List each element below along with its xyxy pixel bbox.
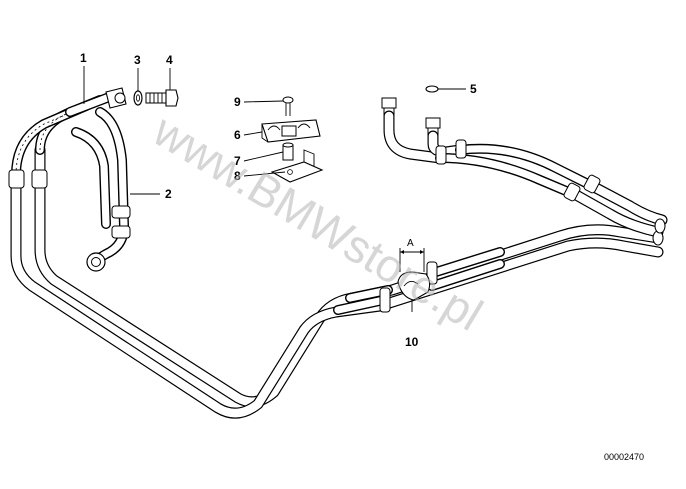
screw-9: [282, 96, 294, 116]
watermark: www.BMWstore.pl: [144, 103, 492, 340]
callout-6: 6: [234, 128, 241, 142]
spacer-7: [282, 142, 294, 161]
diagram-number: 00002470: [604, 452, 644, 462]
callout-1: 1: [80, 51, 87, 65]
o-ring-5: [425, 85, 439, 93]
holder-6: [261, 119, 321, 143]
hose-1-fitting: [65, 87, 127, 117]
oil-cooler-pipe-assembly: [8, 95, 664, 419]
banjo-bolt-4: [145, 89, 179, 107]
callout-8: 8: [234, 169, 241, 183]
hose-end-union: [86, 252, 106, 272]
callout-4: 4: [166, 53, 173, 67]
hose-sleeve-left: [11, 95, 105, 180]
pipe-front: [10, 169, 664, 419]
leader-lines: [83, 66, 466, 195]
callout-10: 10: [405, 335, 419, 349]
callout-labels: 1 2 3 4 5 6 7 8 9 10: [80, 51, 477, 349]
callout-9: 9: [234, 95, 241, 109]
callout-5: 5: [470, 82, 477, 96]
callout-3: 3: [134, 53, 141, 67]
pipe-clamp-10: [397, 271, 431, 312]
callout-2: 2: [165, 187, 172, 201]
bracket-8: [270, 149, 324, 183]
right-pipe-run: [383, 110, 668, 246]
sealing-washer-3: [133, 90, 143, 106]
crimp-rings: [8, 169, 438, 313]
section-marker-a: A: [399, 238, 425, 272]
flexible-hose-2: [71, 107, 131, 272]
section-marker-label: A: [407, 238, 414, 249]
callout-7: 7: [234, 154, 241, 168]
